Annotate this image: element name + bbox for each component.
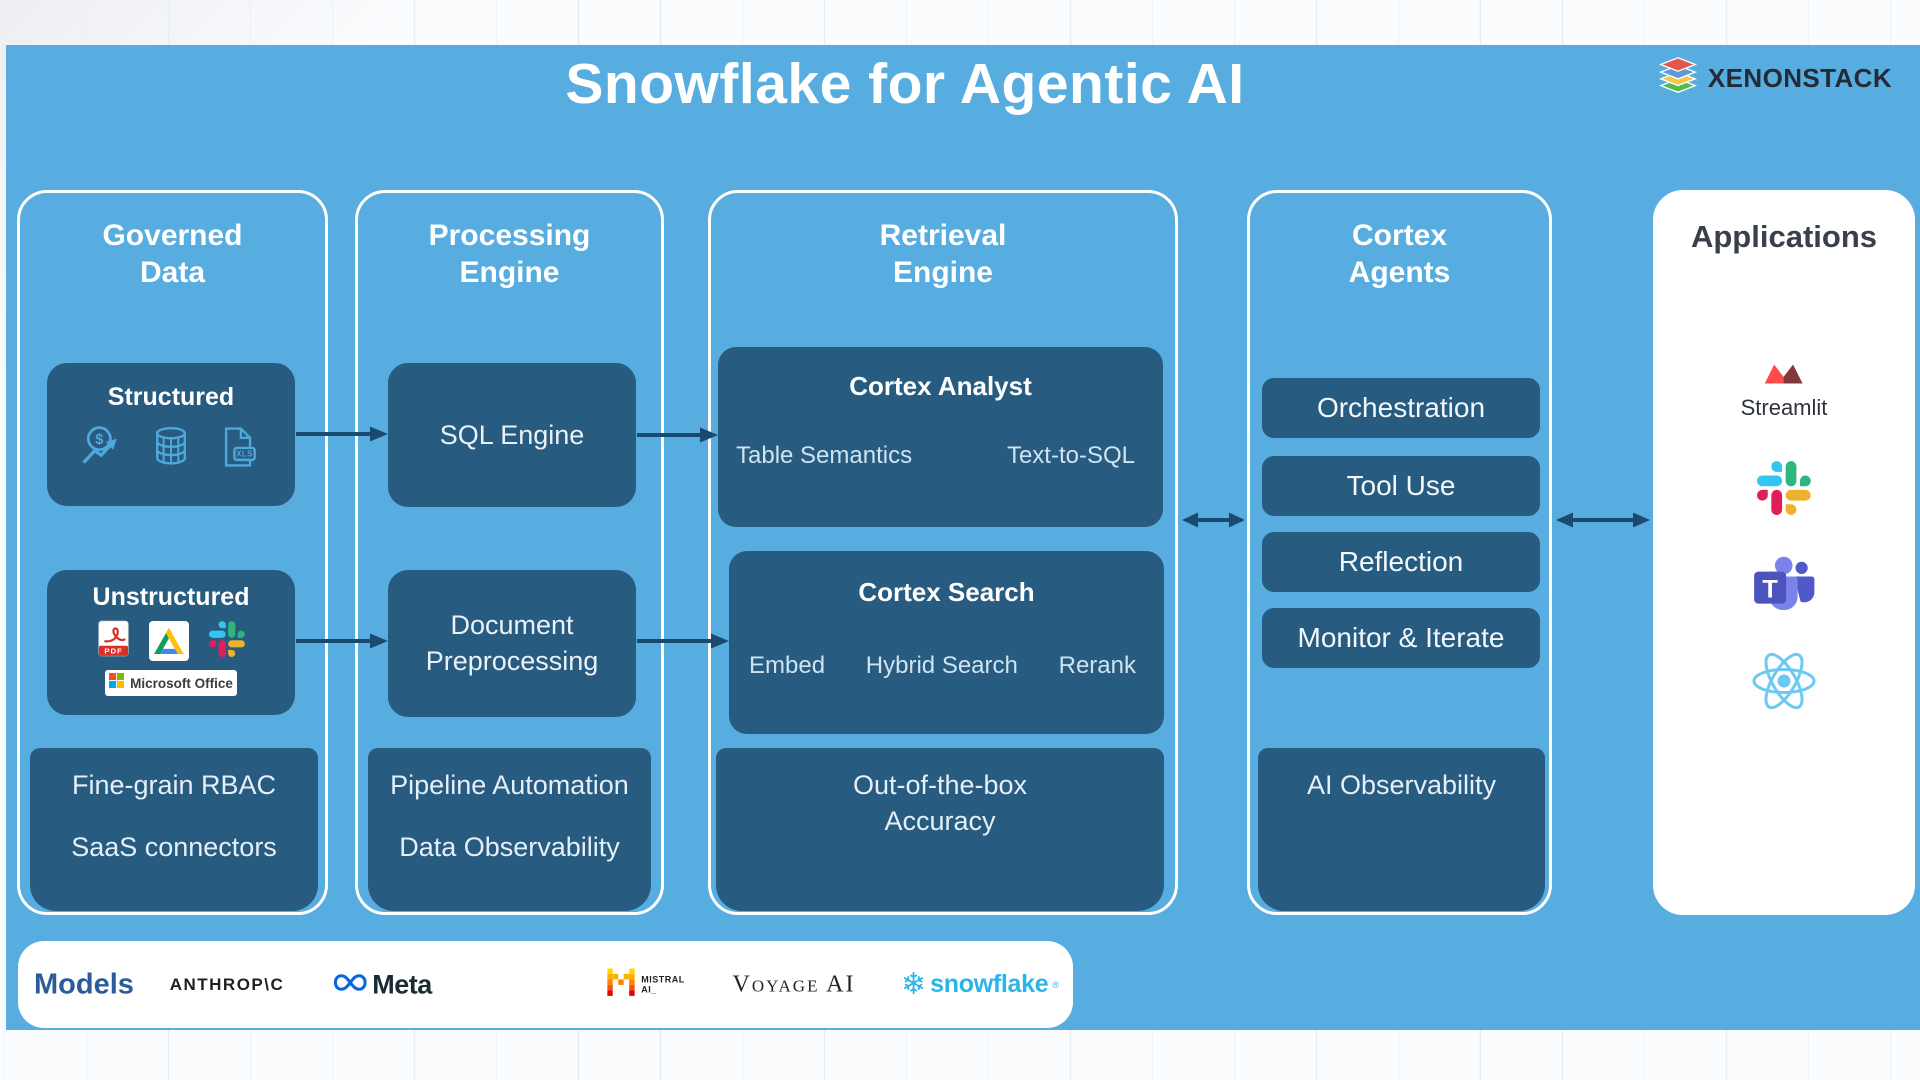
ai-observability-label: AI Observability [1306,770,1497,800]
svg-text:$: $ [95,432,103,448]
anthropic-logo: ANTHROP\C [169,974,285,994]
cortex-agents-column: Cortex Agents [1247,190,1552,915]
retrieval-footer-box: Out-of-the-box Accuracy [716,748,1164,911]
voyage-ai-logo: Voyage AI [732,971,856,997]
svg-text:PDF: PDF [104,647,122,656]
agents-footer-box: AI Observability [1258,748,1545,911]
xenonstack-wordmark: XENONSTACK [1707,63,1892,93]
streamlit-icon [1764,364,1804,390]
governed-footer-box: Fine-grain RBAC SaaS connectors [30,748,318,911]
cortex-analyst-box: Cortex Analyst Table Semantics Text-to-S… [718,347,1163,527]
xenonstack-logo: XENONSTACK [1655,53,1892,104]
cortex-agents-title: Cortex Agents [1348,219,1451,290]
structured-heading: Structured [107,383,235,411]
mistral-wordmark: MISTRAL AI_ [641,974,685,995]
saas-connectors-label: SaaS connectors [71,832,277,862]
meta-infinity-icon [332,971,368,998]
accuracy-label: Accuracy [884,806,996,836]
unstructured-box: Unstructured PDF [47,570,295,715]
svg-text:XLS: XLS [236,450,253,459]
arrow-unstructured-to-docprep [296,633,388,649]
arrow-docprep-to-search [637,633,729,649]
xls-file-icon: XLS [216,424,262,475]
unstructured-heading: Unstructured [92,583,250,611]
processing-footer-box: Pipeline Automation Data Observability [368,748,651,911]
xenonstack-layers-icon [1655,53,1701,104]
governed-data-column: Governed Data [17,190,328,915]
monitor-iterate-pill: Monitor & Iterate [1262,608,1540,668]
microsoft-logo-icon [109,673,125,693]
slack-icon [1757,461,1811,519]
finance-chart-icon: $ [80,424,126,475]
applications-title: Applications [1690,219,1877,254]
pdf-icon: PDF [97,620,129,662]
mistral-logo: MISTRAL AI_ [607,968,685,1001]
out-of-the-box-label: Out-of-the-box [852,770,1028,800]
google-drive-icon [148,621,189,661]
tool-use-pill: Tool Use [1262,456,1540,516]
snowflake-logo: ❄ snowflake ® [901,967,1059,1001]
data-observability-label: Data Observability [399,832,620,862]
rerank-label: Rerank [1058,652,1136,679]
models-bar: Models ANTHROP\C Meta [18,941,1073,1028]
cortex-search-heading: Cortex Search [858,577,1035,607]
streamlit-label: Streamlit [1740,395,1828,420]
teams-icon: T [1752,556,1816,621]
structured-box: Structured $ [47,363,295,506]
arrow-sql-to-analyst [637,427,718,443]
sql-engine-label: SQL Engine [439,419,585,450]
meta-logo: Meta [332,969,432,1000]
hybrid-search-label: Hybrid Search [865,652,1018,679]
document-preprocessing-box: Document Preprocessing [388,570,636,717]
svg-text:T: T [1762,575,1778,603]
text-to-sql-label: Text-to-SQL [1006,442,1135,469]
arrow-retrieval-agents-bidirectional [1182,512,1245,528]
reflection-pill: Reflection [1262,532,1540,592]
processing-engine-column: Processing Engine [355,190,664,915]
table-semantics-label: Table Semantics [736,442,913,469]
page-title: Snowflake for Agentic AI [565,52,1245,116]
retrieval-engine-title: Retrieval Engine [879,219,1007,290]
governed-data-title: Governed Data [102,219,243,290]
fine-grain-rbac-label: Fine-grain RBAC [71,770,277,800]
teams-app-item: T [1752,553,1816,622]
sql-engine-box: SQL Engine [388,363,636,507]
arrow-structured-to-sql [296,426,388,442]
react-icon [1748,652,1820,721]
database-icon [148,424,194,475]
microsoft-office-label: Microsoft Office [130,675,233,691]
mistral-m-icon [607,968,635,1001]
react-app-item [1748,645,1820,722]
retrieval-engine-column: Retrieval Engine [708,190,1178,915]
cortex-analyst-heading: Cortex Analyst [849,371,1032,401]
models-label: Models [34,968,134,1000]
snowflake-icon: ❄ [901,967,927,1001]
applications-column: Applications Streamlit [1653,190,1915,915]
streamlit-item: Streamlit [1740,361,1828,421]
processing-engine-title: Processing Engine [428,219,591,290]
embed-label: Embed [749,652,826,679]
slack-app-item [1757,461,1811,520]
slack-icon [208,620,245,662]
orchestration-pill: Orchestration [1262,378,1540,438]
pipeline-automation-label: Pipeline Automation [390,770,629,800]
microsoft-office-badge: Microsoft Office [105,670,237,696]
registered-mark: ® [1052,979,1059,990]
cortex-search-box: Cortex Search Embed Hybrid Search Rerank [729,551,1164,734]
arrow-agents-applications-bidirectional [1556,512,1650,528]
